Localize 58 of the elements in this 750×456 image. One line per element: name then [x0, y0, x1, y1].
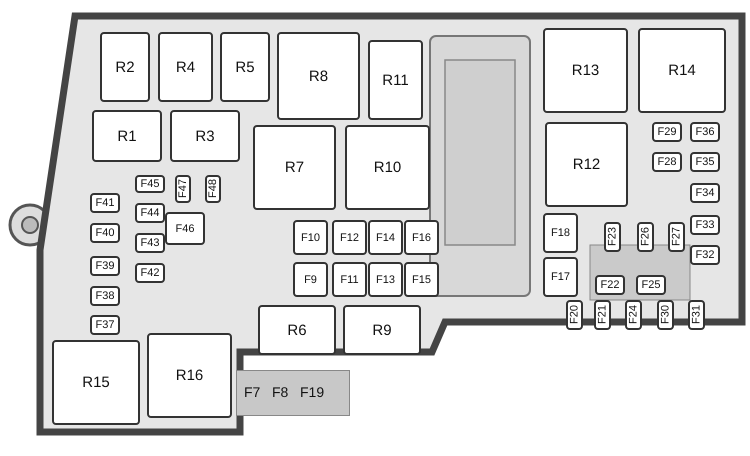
fuse: F15 [404, 262, 439, 297]
relay: R13 [543, 28, 628, 113]
fuse: F38 [90, 286, 120, 306]
fuse: F28 [652, 152, 682, 172]
fuse: F45 [135, 175, 165, 193]
fuse: F25 [636, 275, 666, 295]
fuse: F11 [332, 262, 367, 297]
fuse: F42 [135, 263, 165, 283]
relay: R6 [258, 305, 336, 355]
relay: R7 [253, 125, 336, 210]
relay: R10 [345, 125, 430, 210]
fuse: F24 [625, 300, 642, 330]
relay: R3 [170, 110, 240, 162]
fuse: F14 [368, 220, 403, 255]
fuse: F26 [637, 222, 654, 252]
relay: R8 [277, 32, 360, 120]
fuse: F23 [604, 222, 621, 252]
fuse: F16 [404, 220, 439, 255]
fuse: F31 [688, 300, 705, 330]
relay: R14 [638, 28, 726, 113]
fuse: F33 [690, 215, 720, 235]
relay: R15 [52, 340, 140, 425]
fuse: F35 [690, 152, 720, 172]
fuse: F20 [566, 300, 583, 330]
fuse: F37 [90, 315, 120, 335]
fuse: F36 [690, 122, 720, 142]
relay: R4 [158, 32, 213, 102]
fuse: F43 [135, 233, 165, 253]
fuse: F13 [368, 262, 403, 297]
fuse: F21 [594, 300, 611, 330]
relay: R12 [545, 122, 628, 207]
fuse: F9 [293, 262, 328, 297]
fuse: F32 [690, 245, 720, 265]
relay: R11 [368, 40, 423, 120]
fuse-label: F7 [244, 384, 260, 400]
fuse: F17 [543, 257, 578, 297]
fuse: F47 [175, 175, 191, 203]
fuse: F22 [595, 275, 625, 295]
fuse: F41 [90, 193, 120, 213]
fuse: F30 [657, 300, 674, 330]
fuse: F48 [205, 175, 221, 203]
fuse: F34 [690, 183, 720, 203]
relay: R5 [220, 32, 270, 102]
fuse: F46 [165, 212, 205, 245]
relay: R16 [147, 333, 232, 418]
relay: R9 [343, 305, 421, 355]
fuse-label: F19 [300, 384, 324, 400]
fuse: F10 [293, 220, 328, 255]
fuse: F40 [90, 223, 120, 243]
fuse: F44 [135, 203, 165, 223]
relay: R2 [100, 32, 150, 102]
fuse: F18 [543, 213, 578, 253]
fuse: F12 [332, 220, 367, 255]
fuse: F29 [652, 122, 682, 142]
fuse-label: F8 [272, 384, 288, 400]
relay: R1 [92, 110, 162, 162]
fuse: F39 [90, 256, 120, 276]
fuse: F27 [668, 222, 685, 252]
